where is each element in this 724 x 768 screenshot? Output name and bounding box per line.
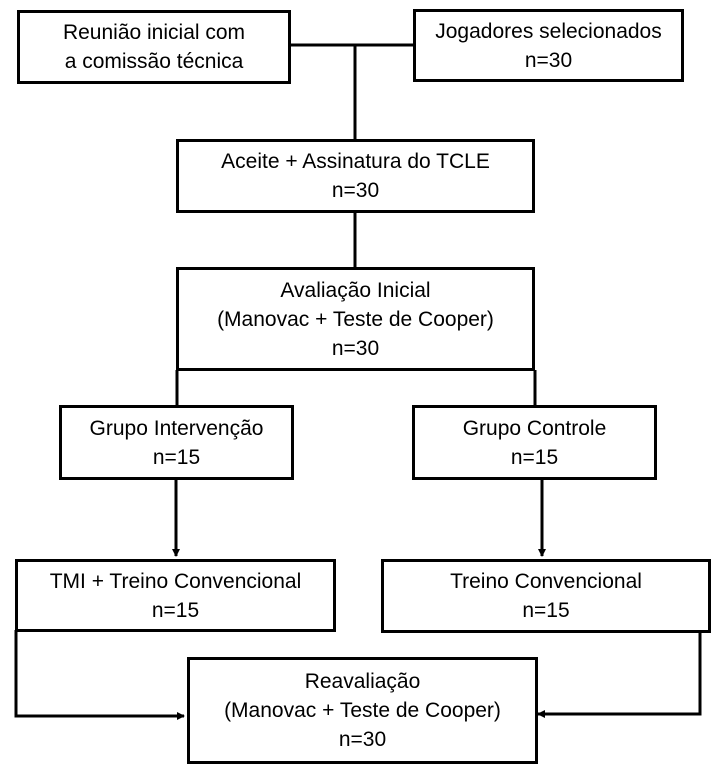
control-count: n=15	[510, 445, 559, 469]
reeval-line2: (Manovac + Teste de Cooper)	[224, 699, 501, 722]
consent-count: n=30	[331, 179, 380, 202]
tmi-training-box: TMI + Treino Convencional n=15	[15, 559, 336, 632]
initial-eval-line1: Avaliação Inicial	[280, 278, 431, 302]
initial-evaluation-box: Avaliação Inicial (Manovac + Teste de Co…	[176, 267, 535, 371]
initial-eval-line2: (Manovac + Teste de Cooper)	[217, 307, 494, 331]
intervention-count: n=15	[152, 445, 201, 469]
selected-players-box: Jogadores selecionados n=30	[413, 9, 684, 82]
tmi-line1: TMI + Treino Convencional	[49, 569, 302, 593]
conv-to-reeval-arrow	[537, 632, 702, 718]
intervention-line1: Grupo Intervenção	[89, 416, 264, 440]
meeting-line2: a comissão técnica	[64, 50, 244, 73]
meeting-box: Reunião inicial com a comissão técnica	[17, 10, 291, 84]
initial-eval-count: n=30	[331, 336, 380, 360]
conventional-training-box: Treino Convencional n=15	[381, 559, 711, 633]
meeting-line1: Reunião inicial com	[62, 21, 246, 44]
tmi-count: n=15	[151, 598, 200, 622]
tmi-to-reeval-arrow	[14, 630, 185, 720]
reevaluation-box: Reavaliação (Manovac + Teste de Cooper) …	[187, 657, 538, 764]
selected-count: n=30	[524, 48, 573, 72]
conv-count: n=15	[522, 599, 570, 622]
consent-line1: Aceite + Assinatura do TCLE	[221, 150, 490, 173]
control-group-box: Grupo Controle n=15	[412, 405, 657, 480]
selected-line1: Jogadores selecionados	[435, 19, 662, 43]
reeval-line1: Reavaliação	[304, 670, 421, 693]
control-line1: Grupo Controle	[462, 416, 607, 440]
consent-box: Aceite + Assinatura do TCLE n=30	[176, 139, 535, 213]
reeval-count: n=30	[338, 728, 387, 751]
conv-line1: Treino Convencional	[450, 570, 642, 593]
intervention-group-box: Grupo Intervenção n=15	[59, 405, 294, 480]
